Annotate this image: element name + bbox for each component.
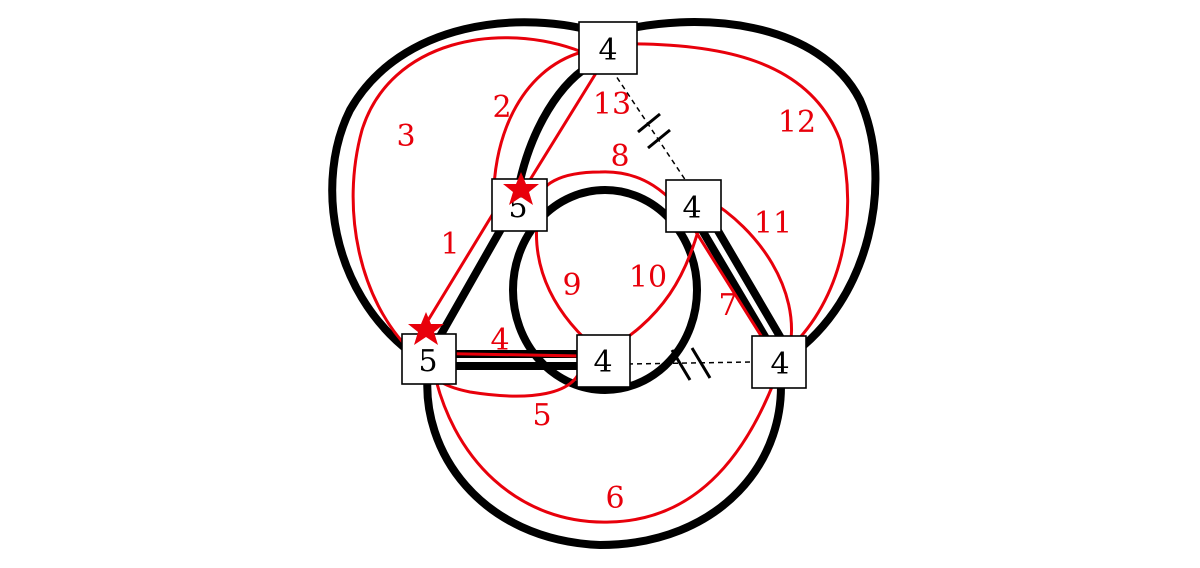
node-lower-left: 5 xyxy=(401,333,457,385)
node-lower-right: 4 xyxy=(751,335,807,389)
node-upper-right: 4 xyxy=(665,179,722,233)
edge-outer-left-lobe xyxy=(328,18,608,356)
edge-upper-left-lower-left xyxy=(431,218,509,349)
node-top: 4 xyxy=(578,21,638,75)
node-label: 5 xyxy=(418,344,437,379)
node-box xyxy=(665,179,722,233)
route-label: 4 xyxy=(490,323,509,358)
route-segment-6 xyxy=(430,360,782,524)
route-label: 5 xyxy=(532,398,551,433)
tick-mark xyxy=(690,347,712,379)
edge-upper-right-lower-right-b xyxy=(710,220,786,344)
route-label: 7 xyxy=(718,288,737,323)
route-label: 3 xyxy=(396,119,415,154)
route-label: 8 xyxy=(610,139,629,174)
start-star-icon xyxy=(408,312,444,345)
route-label: 1 xyxy=(440,227,459,262)
edge-outer-bottom-lobe xyxy=(423,366,785,550)
route-label: 9 xyxy=(562,268,581,303)
tick-mark xyxy=(637,112,661,134)
node-label: 4 xyxy=(593,345,612,380)
edge-inner-ring xyxy=(509,186,701,394)
node-box xyxy=(576,334,631,388)
node-lower-middle: 4 xyxy=(576,334,631,388)
route-segment-11 xyxy=(704,196,793,350)
edge-upper-right-lower-right-a xyxy=(698,226,774,349)
edge-top-upper-left xyxy=(514,58,600,194)
node-box xyxy=(578,21,638,75)
route-label: 6 xyxy=(605,481,624,516)
node-label: 4 xyxy=(770,347,789,382)
edge-outer-right-lobe xyxy=(602,18,880,360)
route-label: 10 xyxy=(629,260,667,295)
tick-mark xyxy=(670,349,692,381)
dashed-edges xyxy=(611,69,753,381)
route-segment-3 xyxy=(351,36,584,352)
node-box xyxy=(751,335,807,389)
route-label: 13 xyxy=(593,87,631,122)
node-label: 4 xyxy=(598,33,617,68)
dashed-edge-top-upper-right xyxy=(611,69,689,185)
node-label: 4 xyxy=(682,191,701,226)
start-star-icon xyxy=(503,172,539,205)
route-label: 11 xyxy=(754,206,792,241)
route-label: 2 xyxy=(492,90,511,125)
tick-mark xyxy=(647,128,671,150)
route-segment-12 xyxy=(612,42,850,350)
route-label: 12 xyxy=(778,105,816,140)
route-labels: 1 2 3 4 5 6 7 8 9 10 11 12 13 xyxy=(396,87,816,516)
dashed-edge-lower-middle-lower-right xyxy=(627,361,753,365)
